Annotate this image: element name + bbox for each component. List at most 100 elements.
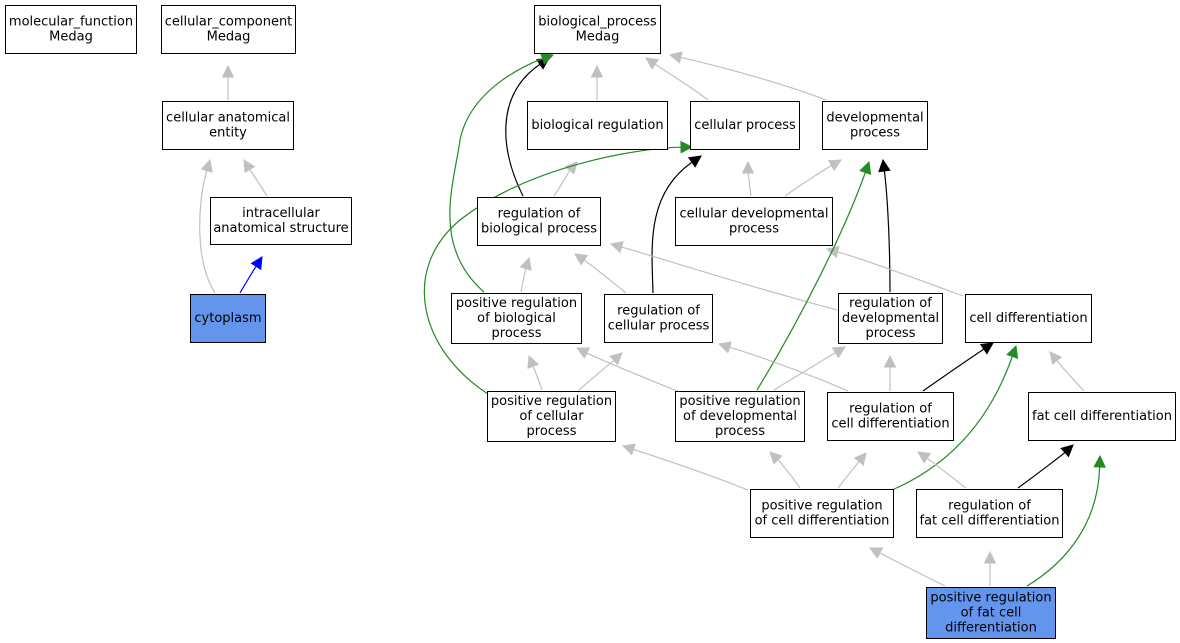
edge-line [883,170,891,293]
edge-line [621,246,838,311]
edge-line [756,172,866,391]
edge-is-a [769,451,801,489]
node-label-line: biological_process [538,15,657,30]
edge-is-a [883,354,897,391]
node-box [604,294,713,343]
node-box [838,293,943,344]
arrowhead [1049,351,1063,365]
edge-is-a [717,341,849,392]
node-box [451,293,582,344]
node-label-line: cellular process [694,118,796,133]
arrowhead [717,341,732,354]
edge-line [680,56,827,101]
node-cell-differentiation[interactable]: cell differentiation [965,294,1092,343]
node-box [926,587,1056,639]
arrowhead [769,451,783,465]
node-label-line: process [850,126,900,141]
node-box [534,5,661,54]
arrowhead [983,550,997,564]
edge-line [926,457,967,489]
arrowhead [741,160,755,174]
node-label-line: entity [209,126,247,141]
node-label-line: regulation of [948,499,1031,514]
edge-line [633,448,749,491]
arrowhead [853,452,867,466]
edge-line [1017,451,1066,489]
node-label-line: anatomical structure [213,221,348,236]
edge-is-a [621,443,749,491]
edge-is-a [221,64,235,100]
arrowhead [827,159,842,172]
node-label-line: of fat cell [961,606,1022,621]
arrowhead [1093,454,1106,468]
arrowhead [527,354,540,370]
node-label-line: Medag [207,30,251,45]
node-box [210,197,352,245]
node-label-line: of cellular [519,409,584,424]
node-cytoplasm[interactable]: cytoplasm [190,294,266,343]
edge-is-a [1049,351,1085,392]
edge-regulates [878,158,891,293]
node-label-line: of cell differentiation [755,514,890,529]
edge-regulates [1017,444,1074,489]
node-box [161,5,296,54]
edge-is-a [773,346,846,391]
arrowhead [859,160,872,175]
node-label-line: of biological [477,311,556,326]
edge-line [583,259,627,294]
edge-positively-regulates [423,140,694,395]
node-fat-cell-differentiation[interactable]: fat cell differentiation [1028,392,1176,441]
edge-is-a [983,550,997,586]
node-box [965,294,1092,343]
node-box [916,489,1063,538]
node-box [750,489,894,538]
arrowhead [540,52,555,65]
edge-line [423,146,682,395]
edge-is-a [609,241,838,311]
edge-line [837,251,964,297]
edge-line [922,348,985,392]
node-box [675,391,805,442]
edges-layer [199,51,1106,587]
node-label-line: cell differentiation [969,311,1087,326]
arrowhead [1006,344,1019,359]
node-label-line: of developmental [683,409,797,424]
arrowhead [680,140,694,154]
arrowhead [883,354,897,368]
arrowhead [831,346,846,359]
edge-regulates [651,155,702,294]
arrowhead [221,64,235,78]
node-cellular-process[interactable]: cellular process [690,101,800,150]
node-label-line: developmental [842,311,939,326]
edge-is-a [527,354,543,391]
node-label-line: process [729,222,779,237]
node-biological-regulation[interactable]: biological regulation [527,101,668,150]
arrowhead [609,352,623,366]
node-label-line: regulation of [498,207,581,222]
edge-is-a [199,158,216,294]
arrowhead [575,347,591,359]
edge-line [239,265,257,294]
edge-is-a [243,159,268,197]
arrowhead [250,256,263,271]
edge-line [654,63,709,101]
node-box [5,5,137,54]
